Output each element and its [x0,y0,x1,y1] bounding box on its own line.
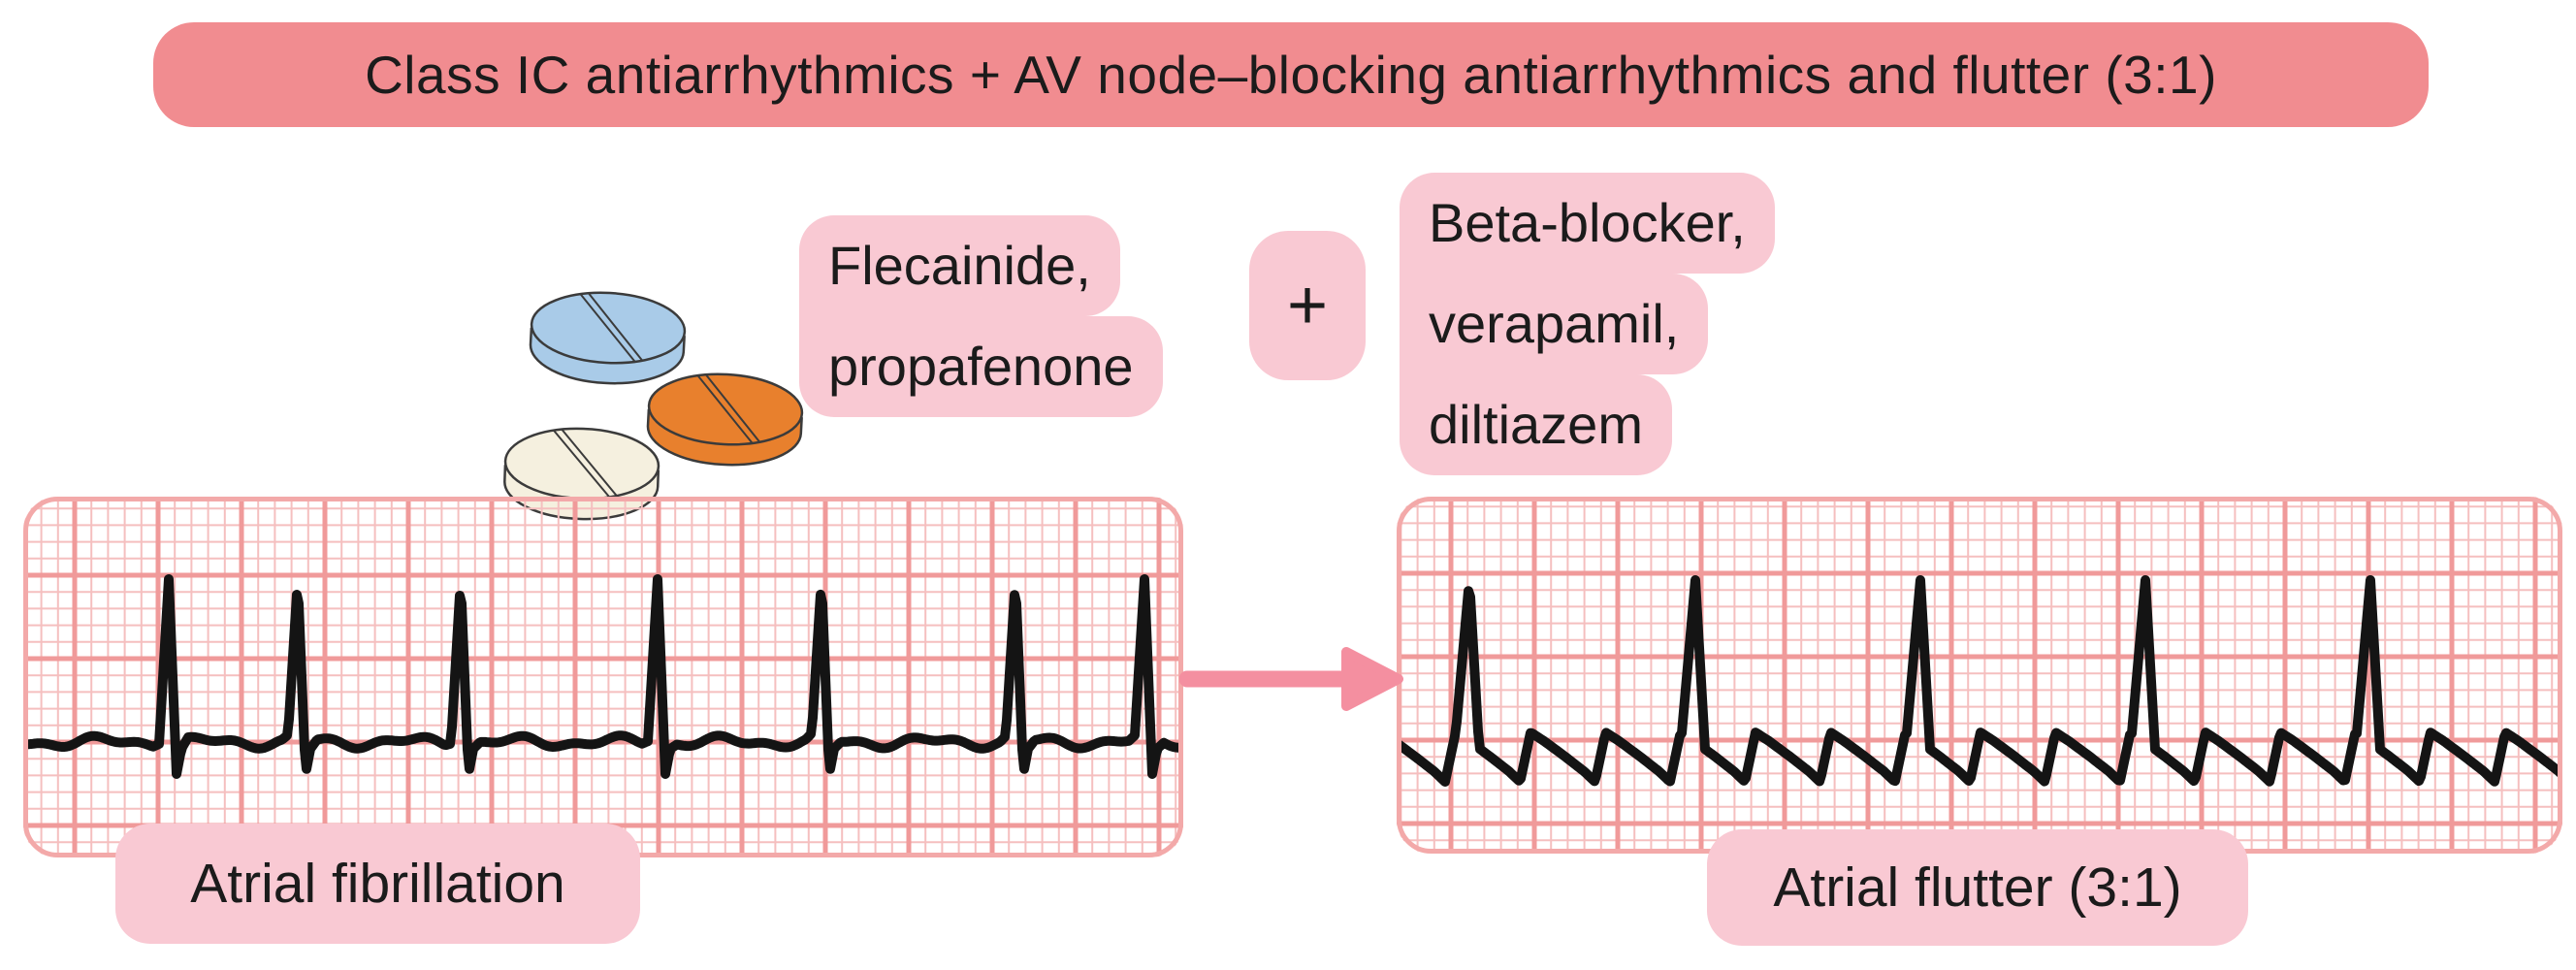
orange-tablet-icon [646,372,804,467]
flutter-label-text: Atrial flutter (3:1) [1773,857,2182,919]
class-ic-line-2: propafenone [799,316,1163,417]
afib-label: Atrial fibrillation [115,824,640,944]
flutter-label: Atrial flutter (3:1) [1707,829,2248,946]
av-blockers-line-3: diltiazem [1400,374,1672,475]
av-blockers-chip: Beta-blocker, verapamil, diltiazem [1400,173,1775,475]
tablets-illustration [503,291,804,521]
class-ic-drugs-chip: Flecainide, propafenone [799,215,1163,417]
av-blockers-line-2: verapamil, [1400,274,1709,374]
plus-badge: + [1249,231,1366,380]
plus-icon: + [1286,267,1329,344]
cream-tablet-icon [503,427,660,521]
conversion-arrow-icon [1179,647,1403,711]
title-text: Class IC antiarrhythmics + AV node–block… [365,45,2217,105]
av-blockers-line-1: Beta-blocker, [1400,173,1775,274]
class-ic-line-1: Flecainide, [799,215,1120,316]
ecg-afib-strip [23,497,1183,857]
title-banner: Class IC antiarrhythmics + AV node–block… [153,22,2429,127]
blue-tablet-icon [529,291,687,385]
afib-label-text: Atrial fibrillation [190,853,565,915]
ecg-flutter-strip [1397,497,2562,854]
